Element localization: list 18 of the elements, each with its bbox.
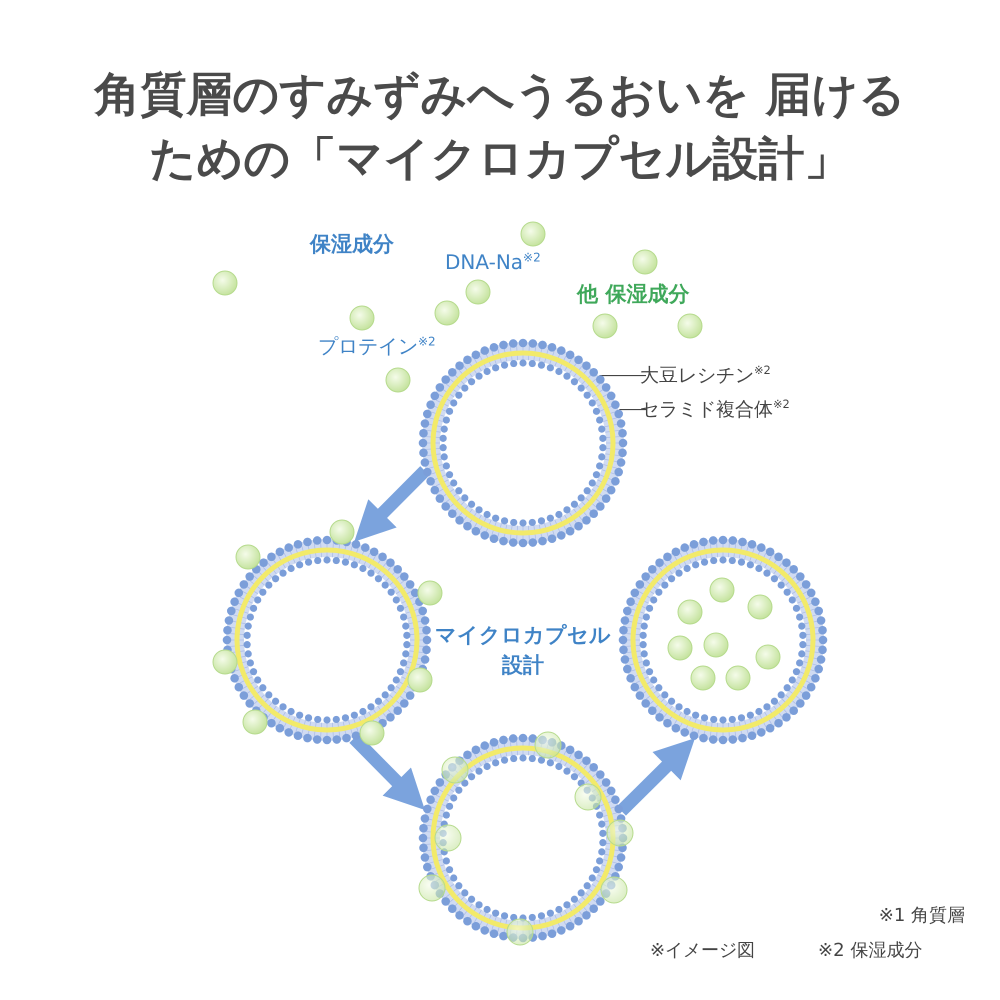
center-caption: マイクロカプセル設計 [434, 622, 612, 680]
block-arrow [354, 466, 430, 542]
ingredient-heading: 保湿成分 [310, 232, 394, 258]
ingredient-label: DNA-Na$^{※2}$ [445, 250, 541, 274]
footnote: ※2 保湿成分 [818, 940, 922, 962]
liposome-drawing [618, 535, 828, 745]
block-arrow [616, 738, 695, 816]
ingredient-heading: 他 保湿成分 [577, 282, 690, 308]
liposome-drawing [418, 338, 628, 548]
footnote: ※1 角質層 [878, 905, 965, 927]
footnote: ※イメージ図 [650, 940, 756, 962]
membrane-label: セラミド複合体$^{※2}$ [640, 398, 790, 422]
leader-line [619, 408, 646, 410]
liposome-drawing [222, 535, 432, 745]
membrane-label: 大豆レシチン$^{※2}$ [640, 364, 771, 388]
ingredient-label: プロテイン$^{※2}$ [318, 334, 436, 358]
title: 角質層のすみずみへうるおいを 届けるための「マイクロカプセル設計」 [92, 66, 906, 187]
leader-line [600, 374, 646, 376]
